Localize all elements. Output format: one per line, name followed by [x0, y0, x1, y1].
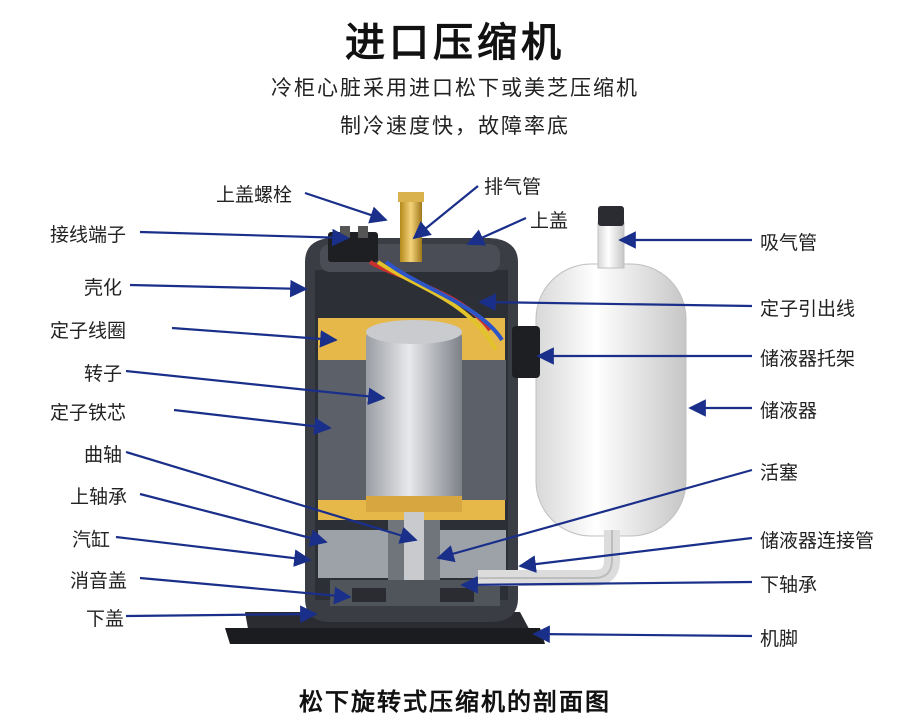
terminal-block [328, 232, 378, 262]
discharge-pipe [400, 196, 422, 262]
label-stator-coil: 定子线圈 [50, 320, 127, 342]
arrow-bottom-cover [125, 605, 318, 623]
rotor [366, 330, 462, 510]
arrow-rotor [125, 369, 386, 406]
label-accumulator: 储液器 [760, 400, 818, 422]
label-lower-bearing: 下轴承 [760, 574, 818, 596]
arrow-terminal [139, 228, 350, 247]
arrow-piston [436, 468, 753, 563]
label-accumulator-bracket: 储液器托架 [760, 348, 856, 370]
arrow-upper-bearing [139, 492, 328, 547]
label-piston: 活塞 [760, 462, 799, 484]
label-stator-lead: 定子引出线 [760, 298, 856, 320]
arrow-connecting-pipe [518, 536, 753, 573]
stator-core-left [318, 360, 366, 500]
arrow-cylinder [115, 535, 312, 567]
arrow-crankshaft [125, 450, 418, 544]
arrow-top-cover [466, 216, 527, 246]
accumulator-bracket [512, 326, 540, 378]
arrow-top-cover-bolt [304, 191, 388, 224]
label-suction-pipe: 吸气管 [760, 232, 818, 254]
arrow-shell [129, 279, 308, 298]
arrow-lower-bearing [460, 576, 753, 594]
label-muffler-cover: 消音盖 [70, 570, 128, 592]
label-cylinder: 汽缸 [72, 529, 111, 551]
label-bottom-cover: 下盖 [86, 608, 125, 630]
label-foot: 机脚 [760, 628, 799, 650]
label-crankshaft: 曲轴 [84, 444, 123, 466]
page-title: 进口压缩机 [345, 20, 565, 66]
label-discharge-pipe: 排气管 [484, 176, 542, 198]
arrow-foot [532, 625, 753, 643]
suction-pipe [597, 221, 625, 269]
subtitle-line-2: 制冷速度快，故障率底 [340, 114, 570, 138]
label-top-cover: 上盖 [530, 210, 569, 232]
subtitle-line-1: 冷柜心脏采用进口松下或美芝压缩机 [271, 76, 639, 100]
arrow-stator-core [173, 408, 332, 435]
arrow-discharge-pipe [412, 185, 479, 240]
label-upper-bearing: 上轴承 [70, 486, 128, 508]
label-rotor: 转子 [84, 363, 123, 385]
arrow-stator-lead [478, 293, 753, 312]
label-top-cover-bolt: 上盖螺栓 [216, 184, 293, 206]
label-shell: 壳化 [84, 277, 123, 299]
label-connecting-pipe: 储液器连接管 [760, 530, 875, 552]
stator-core-right [462, 360, 506, 500]
figure-caption: 松下旋转式压缩机的剖面图 [299, 688, 611, 716]
arrow-stator-coil [171, 326, 338, 348]
arrow-muffler [139, 576, 352, 605]
label-terminal: 接线端子 [50, 224, 127, 246]
label-stator-core: 定子铁芯 [50, 402, 127, 424]
